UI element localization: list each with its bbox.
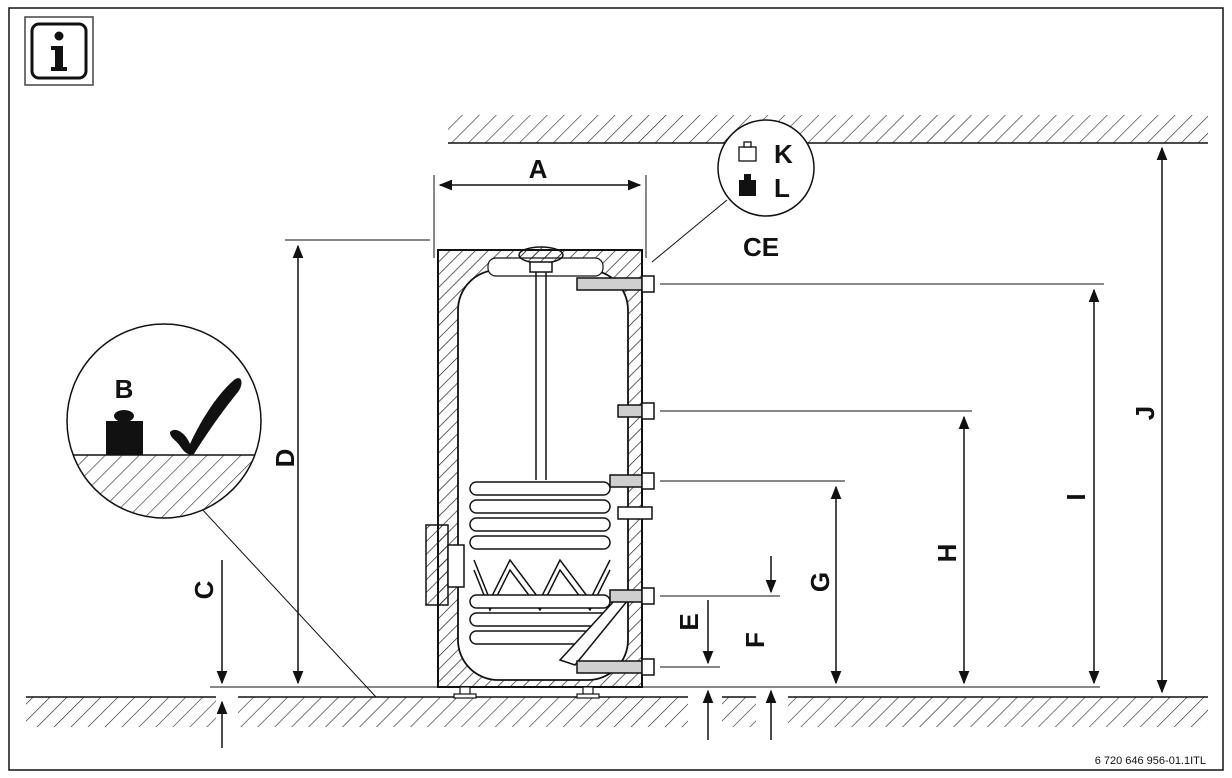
- weight-bubble: K L: [651, 119, 815, 263]
- label-c: C: [189, 580, 219, 599]
- label-a: A: [529, 154, 548, 184]
- label-g: G: [805, 572, 835, 592]
- dimension-g: G: [660, 480, 845, 685]
- label-f: F: [740, 632, 770, 648]
- storage-tank: [425, 246, 655, 699]
- pipe-connections: [576, 275, 655, 676]
- page-border: [8, 7, 1224, 771]
- weight-icon: [106, 410, 143, 455]
- check-icon: [170, 378, 242, 455]
- label-e: E: [674, 613, 704, 630]
- floor: [26, 686, 1208, 727]
- info-icon: [24, 16, 94, 86]
- label-b: B: [115, 374, 134, 404]
- dimension-j: J: [1130, 146, 1168, 694]
- heating-coil: [469, 481, 630, 666]
- dimension-e: E: [660, 600, 720, 740]
- dimension-d: D: [270, 239, 430, 685]
- inspection-flange: [425, 524, 465, 606]
- anode-connector: [518, 246, 564, 480]
- dimension-i: I: [660, 283, 1104, 685]
- dimension-h: H: [660, 410, 972, 685]
- full-weight-icon: [739, 174, 756, 196]
- empty-weight-icon: [738, 141, 757, 162]
- label-k: K: [774, 139, 793, 169]
- label-i: I: [1061, 493, 1091, 500]
- adjustable-feet: [453, 686, 600, 699]
- label-j: J: [1130, 406, 1160, 420]
- label-d: D: [270, 449, 300, 468]
- dimension-a: A: [433, 154, 647, 258]
- label-l: L: [774, 173, 790, 203]
- floor-load-bubble: B: [66, 323, 377, 698]
- ce-mark: CE: [743, 232, 779, 262]
- ceiling: [448, 115, 1208, 144]
- dimension-c: C: [189, 560, 228, 748]
- label-h: H: [932, 544, 962, 563]
- reference-code: 6 720 646 956-01.1ITL: [1095, 755, 1206, 767]
- dimension-f: F: [660, 556, 780, 740]
